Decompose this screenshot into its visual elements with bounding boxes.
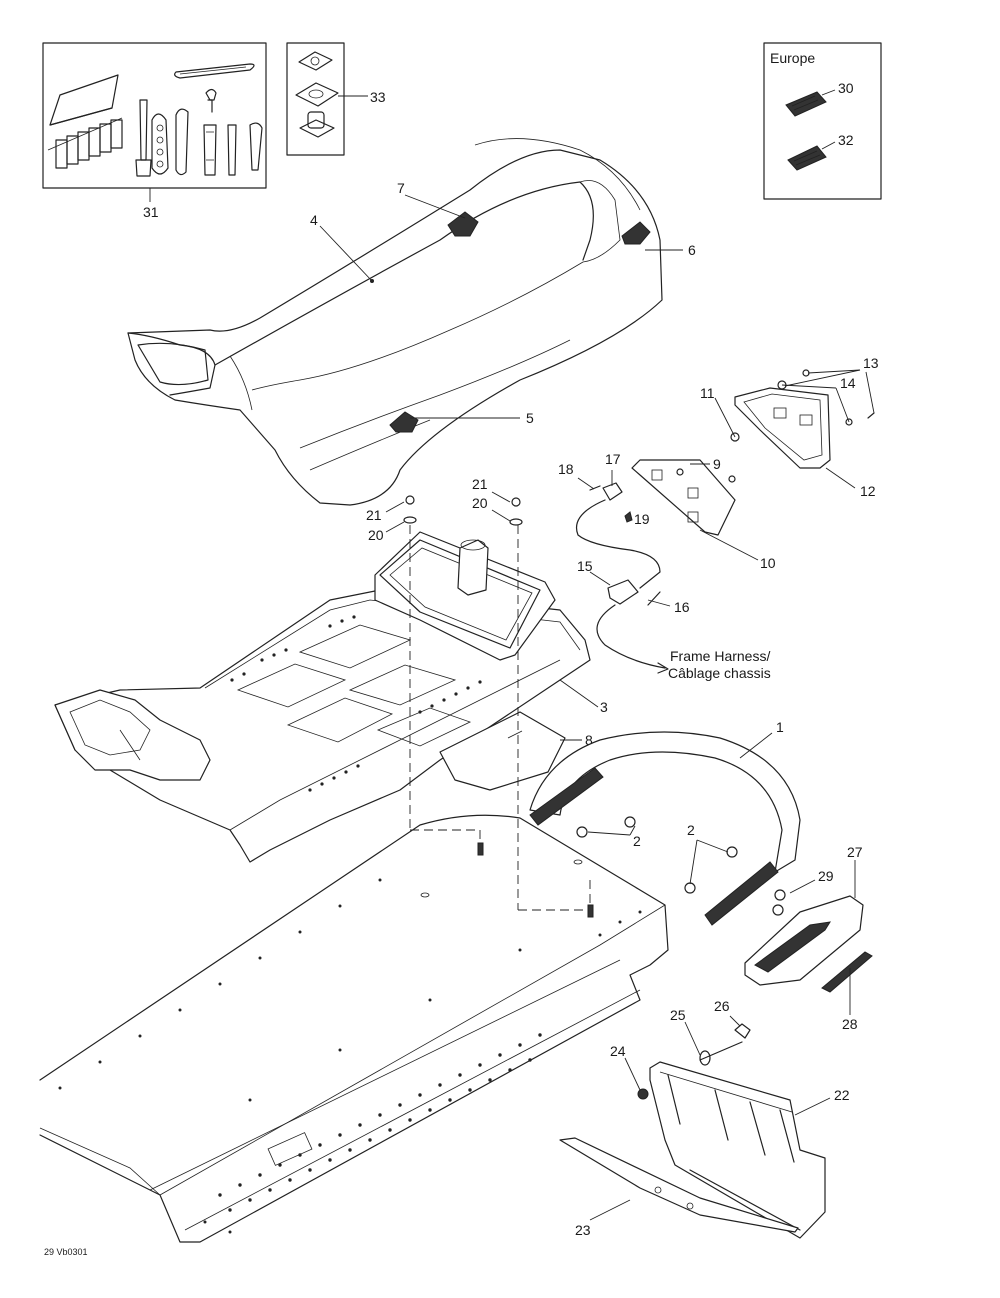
part-number-16: 16: [674, 599, 690, 615]
part-number-6: 6: [688, 242, 696, 258]
part-number-4: 4: [310, 212, 318, 228]
part-number-12: 12: [860, 483, 876, 499]
part-number-14: 14: [840, 375, 856, 391]
part-number-3: 3: [600, 699, 608, 715]
tunnel-chassis: [39, 814, 669, 1243]
part-33-inset: 33: [286, 42, 386, 156]
part-number-18: 18: [558, 461, 574, 477]
part-number-20-left: 20: [368, 527, 384, 543]
part-number-20-right: 20: [472, 495, 488, 511]
part-number-8: 8: [585, 732, 593, 748]
part-number-17: 17: [605, 451, 621, 467]
frame-harness-label-fr: Câblage chassis: [668, 665, 771, 681]
part-number-13: 13: [863, 355, 879, 371]
part-number-26: 26: [714, 998, 730, 1014]
drawing-code: 29 Vb0301: [44, 1247, 88, 1257]
europe-label: Europe: [770, 50, 815, 66]
taillight-assembly: 13 14 11 12 9 10 17 18 19 15 16 Frame Ha…: [558, 355, 879, 681]
part-number-32: 32: [838, 132, 854, 148]
grab-handle-assembly: 1 2 2: [529, 719, 801, 926]
snowflap-assembly: 25 26 24 22 23: [559, 998, 850, 1239]
part-number-28: 28: [842, 1016, 858, 1032]
part-number-24: 24: [610, 1043, 626, 1059]
rear-cap-assembly: 27 29 28: [744, 844, 873, 1032]
part-number-2-right: 2: [687, 822, 695, 838]
part-number-1: 1: [776, 719, 784, 735]
part-number-21-right: 21: [472, 476, 488, 492]
frame-harness-label: Frame Harness/: [670, 648, 770, 664]
part-number-33: 33: [370, 89, 386, 105]
part-number-30: 30: [838, 80, 854, 96]
part-number-27: 27: [847, 844, 863, 860]
part-number-11: 11: [700, 385, 715, 401]
part-number-7: 7: [397, 180, 405, 196]
part-number-25: 25: [670, 1007, 686, 1023]
europe-inset: Europe 30 32: [763, 42, 882, 200]
part-number-19: 19: [634, 511, 650, 527]
part-number-23: 23: [575, 1222, 591, 1238]
storage-tray-assembly: 21 20 21 20 3 8: [54, 476, 608, 863]
part-number-5: 5: [526, 410, 534, 426]
part-number-9: 9: [713, 456, 721, 472]
part-number-21-left: 21: [366, 507, 382, 523]
part-number-22: 22: [834, 1087, 850, 1103]
part-number-10: 10: [760, 555, 776, 571]
part-number-29: 29: [818, 868, 834, 884]
tool-kit-inset: 31: [42, 42, 267, 220]
part-number-31: 31: [143, 204, 159, 220]
part-number-2-left: 2: [633, 833, 641, 849]
part-number-15: 15: [577, 558, 593, 574]
seat-assembly: 7 6 4 5: [127, 138, 696, 506]
